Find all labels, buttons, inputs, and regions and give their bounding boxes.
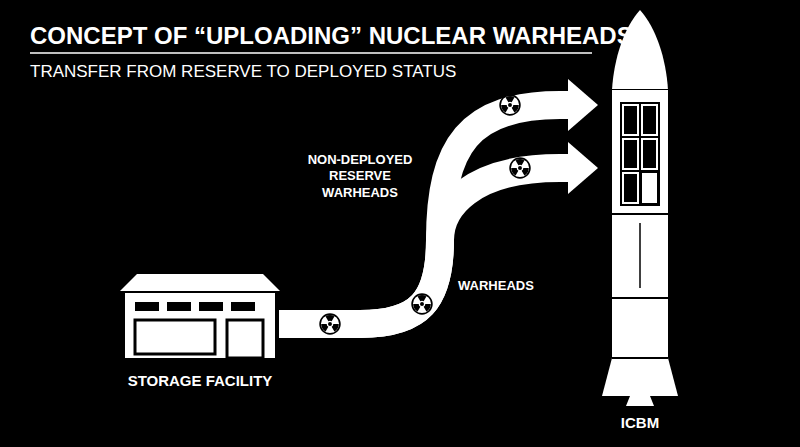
node-label: STORAGE FACILITY	[115, 372, 285, 389]
radiation-symbol	[412, 294, 432, 314]
icbm: ICBM	[600, 8, 680, 440]
storage-facility: STORAGE FACILITY	[115, 268, 285, 396]
radiation-symbol	[320, 314, 340, 334]
radiation-symbol	[510, 158, 530, 178]
node-label: ICBM	[600, 414, 680, 431]
subtitle: TRANSFER FROM RESERVE TO DEPLOYED STATUS	[30, 62, 456, 82]
transfer-arrow	[279, 79, 598, 324]
title-rule	[30, 52, 592, 54]
transfer-arrow	[279, 142, 598, 324]
icbm-rocket	[600, 8, 680, 440]
arrow-label: WARHEADS	[458, 278, 534, 293]
diagram-title: CONCEPT OF “UPLOADING” NUCLEAR WARHEADS	[30, 22, 633, 50]
arrow-label: NON-DEPLOYED RESERVE WARHEADS	[290, 152, 430, 201]
radiation-symbol	[500, 95, 520, 115]
